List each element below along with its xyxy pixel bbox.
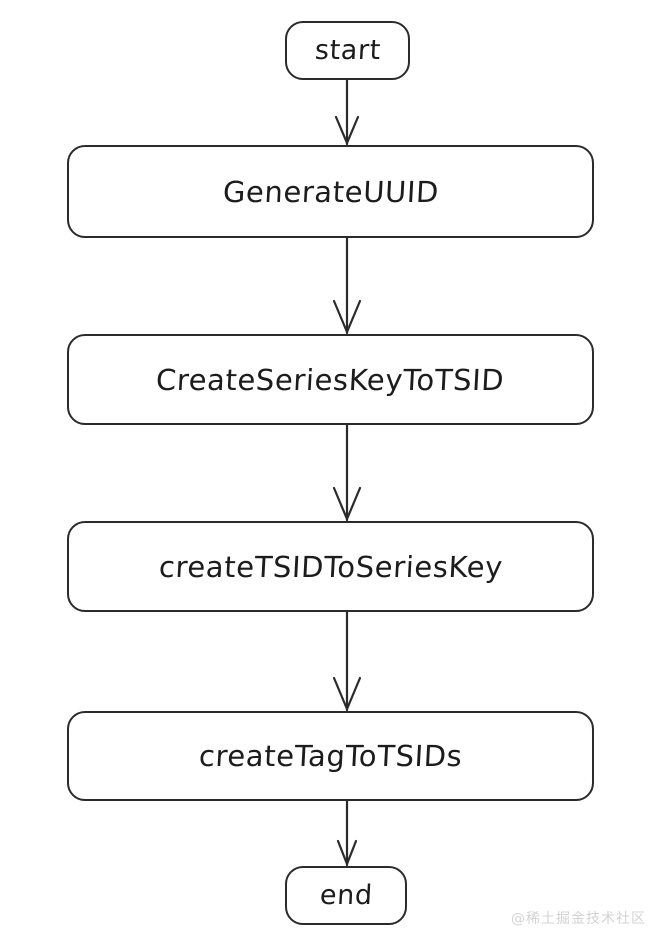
flow-node-start[interactable]: start [285,21,410,80]
edge-generate-uuid-create-serieskey [332,236,362,335]
flow-node-create-tag-to-tsids-label: createTagToTSIDs [197,739,464,773]
flow-node-start-label: start [313,35,382,66]
flow-node-generate-uuid-label: GenerateUUID [221,174,440,209]
edge-start-generate-uuid [334,78,360,146]
edge-create-serieskey-create-tsid [332,423,362,522]
flow-node-create-tsid-to-serieskey[interactable]: createTSIDToSeriesKey [67,521,594,612]
edge-create-tag-end [336,799,358,867]
flow-node-create-tsid-to-serieskey-label: createTSIDToSeriesKey [157,549,504,584]
flow-node-end-label: end [318,880,374,911]
edge-create-tsid-create-tag [332,610,362,712]
flow-node-generate-uuid[interactable]: GenerateUUID [67,145,594,238]
watermark: @稀土掘金技术社区 [511,911,646,927]
flow-node-create-serieskey-to-tsid[interactable]: CreateSeriesKeyToTSID [67,334,594,425]
flow-node-create-tag-to-tsids[interactable]: createTagToTSIDs [67,711,594,801]
flow-node-create-serieskey-to-tsid-label: CreateSeriesKeyToTSID [155,362,506,397]
flow-node-end[interactable]: end [285,866,407,925]
